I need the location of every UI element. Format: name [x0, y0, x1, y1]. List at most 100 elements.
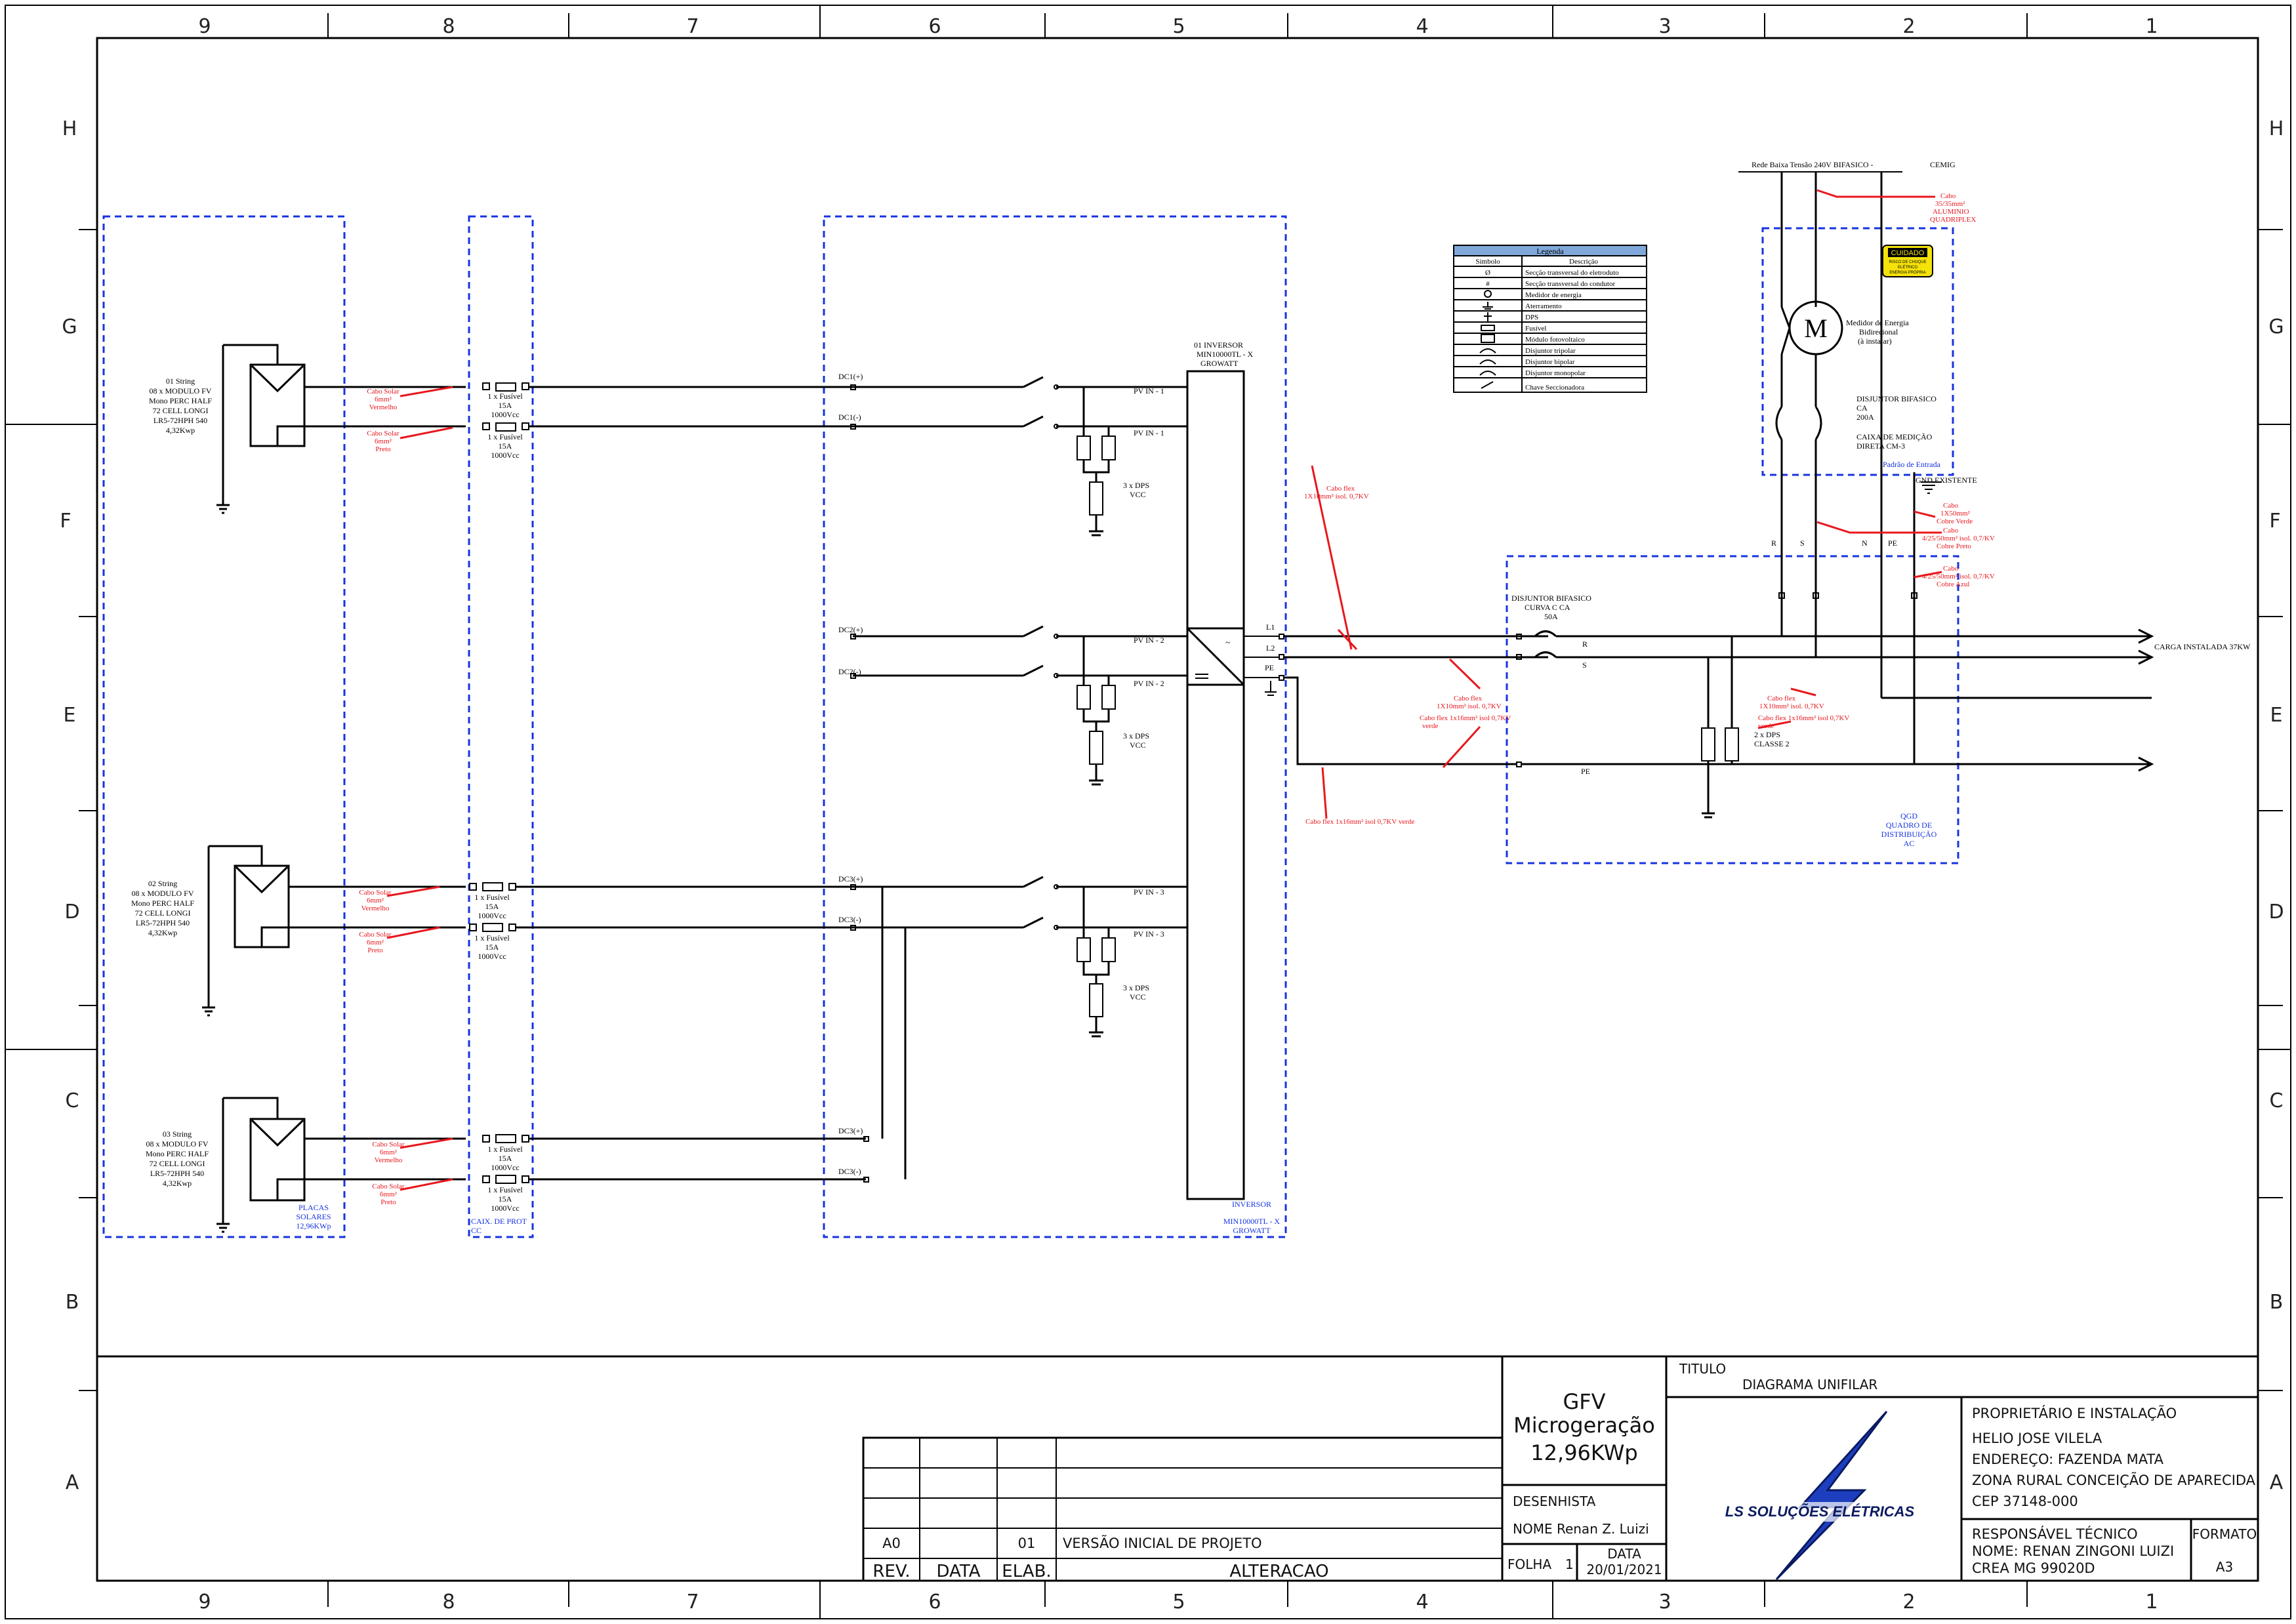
cable-label: verde: [1758, 722, 1774, 730]
fuse-label: 1 x Fusível: [474, 893, 510, 902]
fuse-label: 15A: [499, 1194, 512, 1204]
group-label: 12,96KWp: [297, 1221, 331, 1230]
dps-cc-labels: 3 x DPS VCC 3 x DPS VCC 3 x DPS VCC: [1123, 481, 1149, 1002]
breaker-1p-icon: [1479, 371, 1496, 376]
group-label: SOLARES: [296, 1212, 331, 1221]
pv-input-label: PV IN - 1: [1134, 428, 1164, 437]
zone-col: 7: [686, 15, 699, 38]
fuse-label: 1 x Fusível: [487, 1185, 523, 1194]
cable-label: Cobre Verde: [1937, 518, 1973, 525]
zone-col: 3: [1658, 1591, 1671, 1614]
pv-string-2: [202, 845, 466, 1017]
string-text: 08 x MODULO FV: [149, 386, 211, 396]
zone-row: D: [64, 901, 79, 924]
string-text: 08 x MODULO FV: [131, 889, 194, 898]
ground-icon: [216, 504, 230, 514]
ac-wave-icon: ~: [1225, 638, 1231, 648]
inverter-output-labels: L1 L2 PE: [1265, 622, 1275, 672]
output-label: L1: [1266, 622, 1275, 632]
fuse-label: 1 x Fusível: [487, 1145, 523, 1154]
string-text: Mono PERC HALF: [149, 396, 212, 405]
zone-row: E: [2270, 704, 2283, 727]
breaker-label: DISJUNTOR BIFASICO: [1856, 394, 1937, 403]
gfv-power: 12,96KWp: [1530, 1440, 1637, 1465]
zone-row: G: [62, 315, 77, 338]
cable-label: Cabo Solar: [367, 388, 400, 396]
rev-header: ELAB.: [1002, 1562, 1051, 1581]
cable-label: Cabo flex: [1454, 695, 1483, 702]
meter-icon: [1484, 290, 1492, 298]
dps-icon: [1725, 727, 1739, 761]
string-text: 01 String: [166, 376, 195, 386]
qgd-line-label: R: [1582, 639, 1588, 649]
meter-label: Medidor de Energia: [1846, 318, 1909, 327]
pv-string-3: [216, 1097, 466, 1233]
switch-icon: [1023, 876, 1044, 929]
fuse-label: 15A: [499, 441, 512, 451]
fuse-icon: [1481, 325, 1495, 331]
phase-label: N: [1862, 538, 1868, 548]
qgd-dps-label: CLASSE 2: [1754, 739, 1790, 748]
legend-row: Disjuntor monopolar: [1525, 369, 1586, 377]
qgd-dps-label: 2 x DPS: [1754, 730, 1780, 739]
dps-icon: [1101, 436, 1116, 460]
cable-label: 6mm²: [380, 1190, 398, 1198]
cable-label: Cobre Azul: [1937, 580, 1969, 588]
qgd-box: [1506, 555, 1959, 864]
dc-switch-dps-3: [853, 876, 1187, 1038]
company-logo: LS SOLUÇÕES ELÉTRICAS: [1725, 1410, 1915, 1581]
zone-row: H: [62, 117, 77, 140]
zone-row: F: [2269, 510, 2280, 533]
phase-label: R: [1771, 538, 1776, 548]
ground-icon: [1702, 761, 1733, 819]
inverter-title: 01 INVERSOR MIN10000TL - X GROWATT: [1194, 340, 1254, 368]
group-label: CC: [471, 1226, 482, 1235]
cable-label: verde: [1422, 722, 1439, 730]
cable-label: Cabo flex 1x16mm² isol 0,7KV: [1420, 714, 1511, 722]
ground-icon: [202, 1006, 215, 1017]
fuse-label: 15A: [499, 401, 512, 410]
group-label: GROWATT: [1233, 1226, 1271, 1235]
group-labels: PLACAS SOLARES 12,96KWp CAIX. DE PROT CC…: [296, 1200, 1280, 1235]
pv-module-icon: [1481, 334, 1495, 343]
breaker-3p-icon: [1479, 348, 1496, 354]
solar-cable-labels: Cabo Solar 6mm² Vermelho Cabo Solar 6mm²…: [359, 388, 405, 1206]
switch-icon: [1023, 376, 1044, 428]
string-text: Mono PERC HALF: [131, 899, 194, 908]
outer-frame: [5, 5, 2291, 1619]
dps-icon: [1076, 436, 1091, 460]
fuse-label: 15A: [485, 902, 499, 911]
dc-wiring: [516, 384, 1023, 1183]
warning-text: ENERGIA PRÓPRIA: [1889, 270, 1925, 275]
proprietario-line: ZONA RURAL CONCEIÇÃO DE APARECIDA: [1972, 1471, 2256, 1488]
zone-row: F: [60, 510, 71, 533]
warning-text: ELÉTRICO: [1898, 265, 1917, 270]
zone-col: 4: [1416, 1591, 1428, 1614]
box-label: CAIXA DE MEDIÇÃO: [1856, 432, 1933, 441]
dps-icon: [1089, 983, 1103, 1017]
dc-input-labels: DC1(+) DC1(-) DC2(+) DC2(-) DC3(+) DC3(-…: [838, 372, 863, 1176]
string-text: 4,32Kwp: [148, 928, 177, 937]
title-block-text: GFV Microgeração 12,96KWp DESENHISTA NOM…: [872, 1361, 2257, 1581]
dps-label: 3 x DPS: [1123, 983, 1149, 992]
ground-icon: [216, 1223, 230, 1233]
ground-icon: [1922, 485, 1935, 494]
fuse-label: 1 x Fusível: [474, 933, 510, 943]
dps-icon: [1076, 685, 1091, 710]
caixa-protecao-box: [468, 215, 534, 1238]
pv-string-1: [216, 344, 466, 514]
zone-row: E: [64, 704, 76, 727]
cable-label: Cabo Solar: [372, 1141, 405, 1148]
dps-icon: [1089, 481, 1103, 516]
fuse-label: 1 x Fusível: [487, 392, 523, 401]
legend-row: Módulo fotovoltaico: [1525, 336, 1585, 344]
cable-label: Cabo: [1943, 527, 1959, 535]
pv-input-labels: PV IN - 1 PV IN - 1 PV IN - 2 PV IN - 2 …: [1134, 386, 1164, 939]
titulo-value: DIAGRAMA UNIFILAR: [1742, 1377, 1877, 1392]
inverter-title-text: GROWATT: [1200, 359, 1239, 368]
inverter-title-text: 01 INVERSOR: [1194, 340, 1243, 350]
dc-symbol-icon: [1195, 674, 1208, 679]
dps-icon: [1076, 937, 1091, 962]
cable-label: QUADRIPLEX: [1930, 216, 1976, 224]
